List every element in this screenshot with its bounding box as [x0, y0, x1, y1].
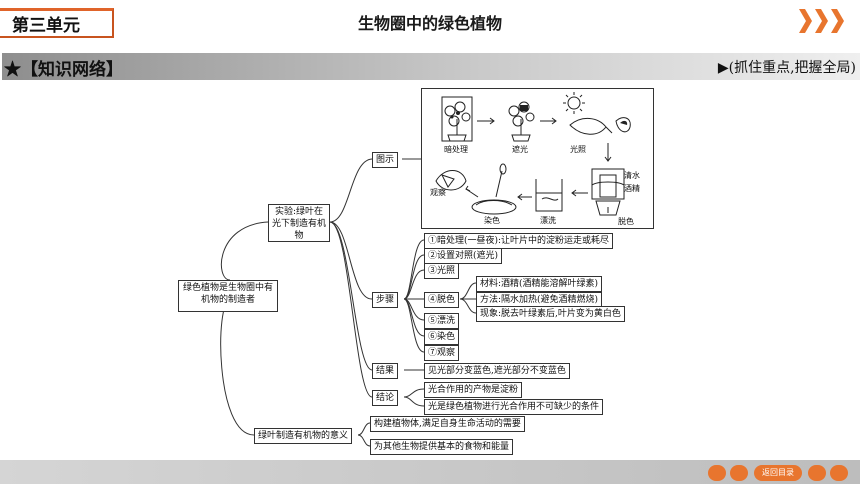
conclusion-label: 结论: [372, 390, 399, 406]
label-observe: 观察: [430, 188, 446, 197]
step-item: ⑥染色: [424, 329, 460, 345]
first-page-button[interactable]: [708, 465, 726, 481]
decolor-detail: 材料:酒精(酒精能溶解叶绿素): [476, 276, 603, 292]
decolor-detail: 现象:脱去叶绿素后,叶片变为黄白色: [476, 306, 625, 322]
label-water: 清水: [624, 171, 640, 180]
unit-label: 第三单元: [12, 16, 80, 36]
section-hint: ▶(抓住重点,把握全局): [717, 60, 856, 76]
step-item: ⑤漂洗: [424, 313, 460, 329]
label-dark: 暗处理: [444, 145, 468, 154]
unit-tag: 第三单元: [0, 8, 114, 38]
experiment-illustration: 暗处理 遮光 光照 清水 酒精 脱色 漂洗 染色 观察: [421, 88, 654, 229]
step-item: ①暗处理(一昼夜):让叶片中的淀粉运走或耗尽: [424, 233, 614, 249]
conclusion-item: 光合作用的产物是淀粉: [424, 382, 523, 398]
diagram-label: 图示: [372, 152, 399, 168]
experiment-node: 实验:绿叶在光下制造有机物: [268, 204, 330, 242]
section-title: ★【知识网络】: [4, 60, 123, 80]
step-item: ③光照: [424, 263, 460, 279]
step-item: ⑦观察: [424, 345, 460, 361]
label-decolor: 脱色: [618, 217, 634, 226]
last-page-button[interactable]: [830, 465, 848, 481]
step-item: ②设置对照(遮光): [424, 248, 503, 264]
back-to-contents-button[interactable]: 返回目录: [754, 465, 802, 481]
conclusion-item: 光是绿色植物进行光合作用不可缺少的条件: [424, 399, 604, 415]
page-title: 生物圈中的绿色植物: [357, 14, 502, 33]
result-text: 见光部分变蓝色,遮光部分不变蓝色: [424, 363, 570, 379]
root-node: 绿色植物是生物圈中有机物的制造者: [178, 280, 278, 312]
experiment-drawing: [435, 92, 631, 216]
steps-label: 步骤: [372, 292, 399, 308]
significance-item: 为其他生物提供基本的食物和能量: [370, 439, 514, 455]
label-light: 光照: [570, 145, 586, 154]
step-item: ④脱色: [424, 292, 460, 308]
next-chevron-icon[interactable]: [797, 6, 845, 36]
label-rinse: 漂洗: [540, 216, 556, 225]
significance-node: 绿叶制造有机物的意义: [254, 428, 353, 444]
prev-page-button[interactable]: [730, 465, 748, 481]
result-label: 结果: [372, 363, 399, 379]
next-page-button[interactable]: [808, 465, 826, 481]
significance-item: 构建植物体,满足自身生命活动的需要: [370, 416, 525, 432]
section-bar: [2, 53, 860, 80]
label-alcohol: 酒精: [624, 184, 640, 193]
label-shade: 遮光: [512, 145, 528, 154]
label-stain: 染色: [484, 216, 500, 225]
